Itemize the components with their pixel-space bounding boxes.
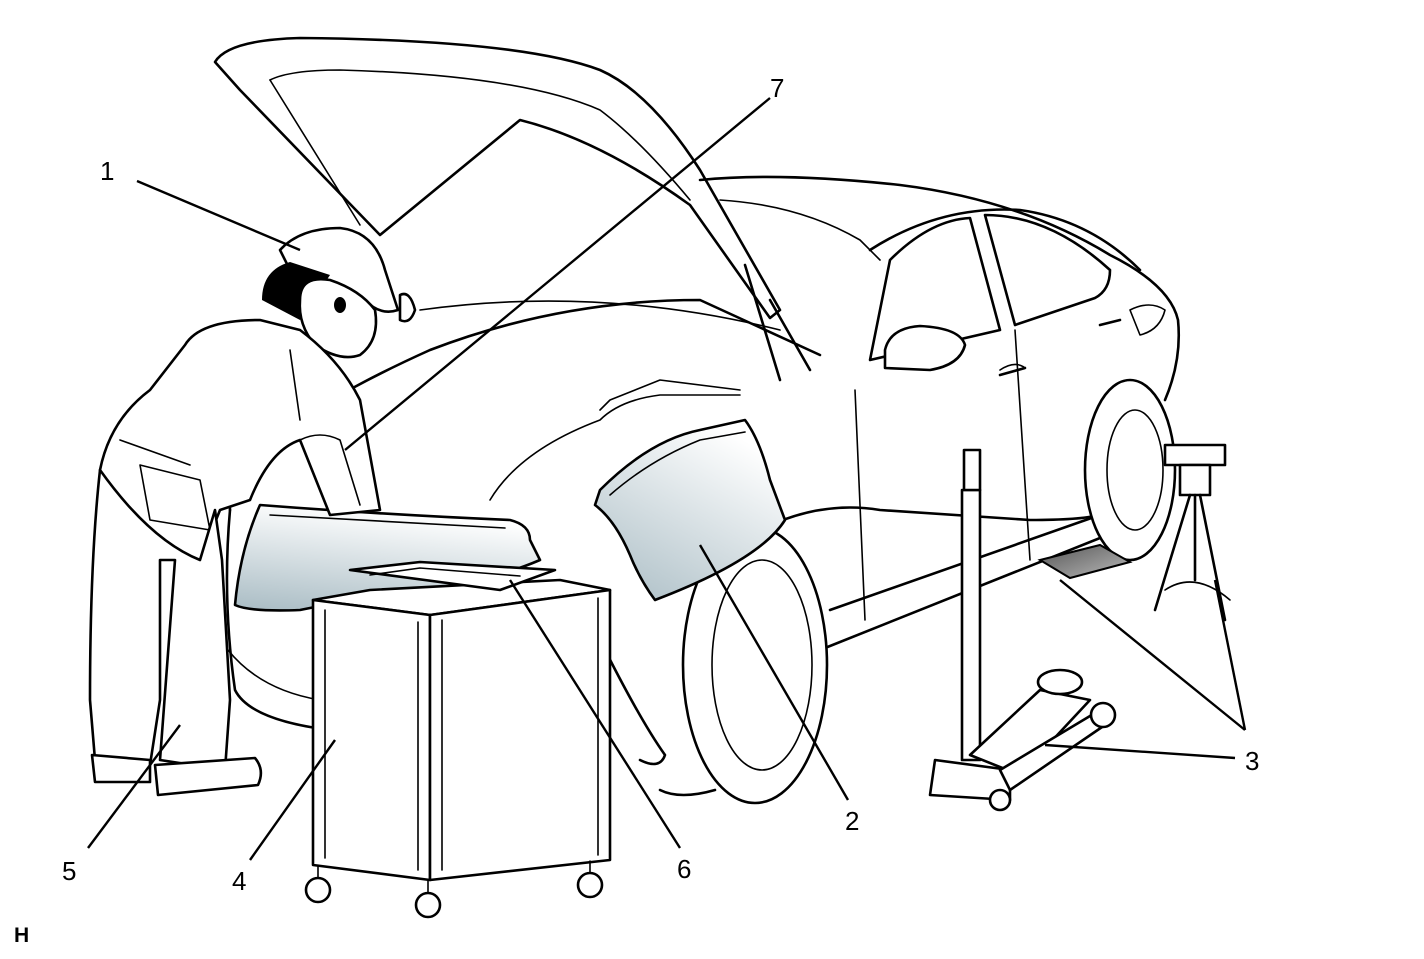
rear-wheel [1083,378,1177,562]
headlight [1129,304,1166,336]
wheel-chock [1037,543,1133,580]
callout-labels: 1 2 3 4 5 6 7 H [14,73,1259,947]
parts-cart [304,560,612,919]
callout-7: 7 [770,73,784,103]
jack-stand [1153,443,1231,622]
mechanic [88,226,417,797]
callout-5: 5 [62,856,76,886]
car [213,36,1181,805]
fender-cover [593,418,787,602]
parts-tray [348,560,557,592]
callout-1: 1 [100,156,114,186]
callout-2: 2 [845,806,859,836]
car-hood [213,36,782,320]
callout-6: 6 [677,854,691,884]
floor-jack [928,448,1117,812]
callout-3: 3 [1245,746,1259,776]
front-wheel [658,525,829,805]
leader-lines [87,97,1247,861]
callout-4: 4 [232,866,246,896]
figure-code: H [14,924,29,947]
